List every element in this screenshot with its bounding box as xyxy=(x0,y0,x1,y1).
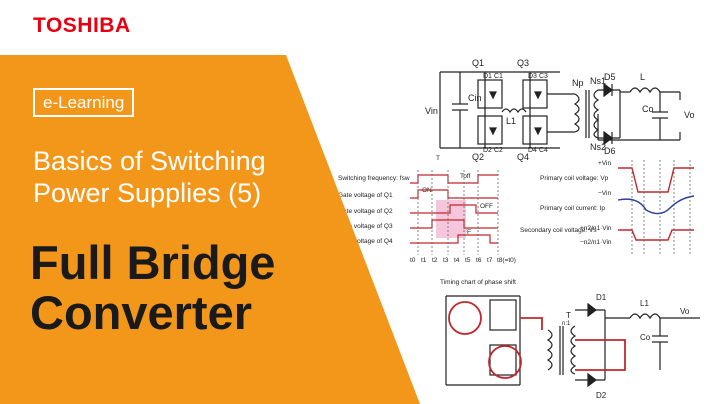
primary-voltage-label: Primary coil voltage: Vp xyxy=(540,175,609,182)
vo-label: Vo xyxy=(684,110,695,120)
d4-label: D4 xyxy=(528,147,537,154)
timing-t-label: T xyxy=(436,155,440,162)
c4-label: C4 xyxy=(539,147,548,154)
timing-label-q2: Gate voltage of Q2 xyxy=(338,208,393,215)
timing-t2: t2 xyxy=(432,257,438,264)
c3-label: C3 xyxy=(539,73,548,80)
timing-label-q4: Gate voltage of Q4 xyxy=(338,238,393,245)
level-minus-vin: −Vin xyxy=(598,190,611,197)
timing-t5: t5 xyxy=(465,257,471,264)
np-label: Np xyxy=(572,78,584,88)
bottom-d1-label: D1 xyxy=(596,293,607,302)
q3-label: Q3 xyxy=(517,58,529,68)
d6-label: D6 xyxy=(604,146,616,156)
toshiba-logo: TOSHIBA xyxy=(33,14,131,37)
bottom-d2-label: D2 xyxy=(596,391,607,400)
page-title: Full Bridge Converter xyxy=(30,238,275,338)
d3-label: D3 xyxy=(528,73,537,80)
vin-label: Vin xyxy=(425,106,438,116)
q4-label: Q4 xyxy=(517,152,529,162)
c2-label: C2 xyxy=(494,147,503,154)
level-minus-n-vin: −n2/n1·Vin xyxy=(580,239,612,246)
l-label: L xyxy=(640,72,645,82)
timing-t6: t6 xyxy=(476,257,482,264)
timing-label-q1: Gate voltage of Q1 xyxy=(338,192,393,199)
timing-t3: t3 xyxy=(443,257,449,264)
co-label: Co xyxy=(642,104,654,114)
q1-label: Q1 xyxy=(472,58,484,68)
subtitle-line-1: Basics of Switching xyxy=(33,146,266,176)
l1-label: L1 xyxy=(506,116,516,126)
timing-label-q3: Gate voltage of Q3 xyxy=(338,223,393,230)
timing-t8: t8(=t0) xyxy=(497,257,516,264)
timing-t7: t7 xyxy=(487,257,493,264)
timing-t4: t4 xyxy=(454,257,460,264)
e-learning-badge: e-Learning xyxy=(33,88,135,117)
ns2-label: Ns2 xyxy=(590,142,606,152)
timing-caption: Timing chart of phase shift xyxy=(440,279,516,286)
primary-current-label: Primary coil current: Ip xyxy=(540,205,605,212)
subtitle: Basics of Switching Power Supplies (5) xyxy=(33,145,266,209)
q2-label: Q2 xyxy=(472,152,484,162)
c1-label: C1 xyxy=(494,73,503,80)
bottom-co-label: Co xyxy=(640,333,651,342)
subtitle-line-2: Power Supplies (5) xyxy=(33,178,262,208)
secondary-voltage-label: Secondary coil voltage: Vs xyxy=(520,227,597,234)
bottom-l1-label: L1 xyxy=(640,299,649,308)
timing-label-fsw: Switching frequency: fsw xyxy=(338,175,410,182)
bottom-ratio-label: n:1 xyxy=(562,321,571,327)
title-line-1: Full Bridge xyxy=(30,236,276,289)
level-plus-n-vin: +n2/n1·Vin xyxy=(580,225,612,232)
bottom-t-label: T xyxy=(566,311,571,320)
level-plus-vin: +Vin xyxy=(598,160,611,167)
timing-off-q2: OFF xyxy=(480,203,493,210)
ns1-label: Ns1 xyxy=(590,76,606,86)
bottom-vo-label: Vo xyxy=(680,307,690,316)
d5-label: D5 xyxy=(604,72,616,82)
timing-t1: t1 xyxy=(421,257,427,264)
d2-label: D2 xyxy=(483,147,492,154)
title-line-2: Converter xyxy=(30,286,253,339)
timing-toff-label: Toff xyxy=(460,173,471,180)
d1-label: D1 xyxy=(483,73,492,80)
cin-label: Cin xyxy=(468,93,482,103)
timing-t0: t0 xyxy=(410,257,416,264)
